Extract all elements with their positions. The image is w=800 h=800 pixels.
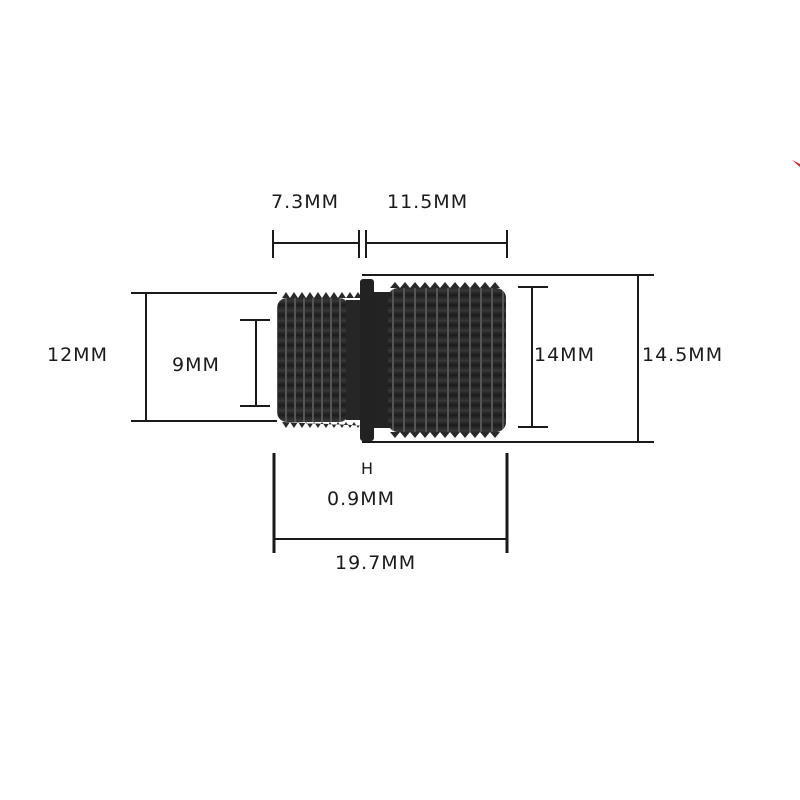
label-long-outer-diameter: 14.5MM	[642, 344, 724, 366]
label-short-inner-diameter: 9MM	[172, 354, 220, 376]
label-short-thread-length: 7.3MM	[271, 191, 340, 213]
corner-mark	[792, 160, 800, 167]
label-pitch-symbol: H	[361, 459, 375, 478]
long-thread-section	[374, 282, 506, 438]
label-long-inner-diameter: 14MM	[534, 344, 595, 366]
dimension-lines	[131, 230, 654, 553]
label-total-length: 19.7MM	[335, 552, 417, 574]
label-long-thread-length: 11.5MM	[387, 191, 469, 213]
label-short-outer-diameter: 12MM	[47, 344, 108, 366]
label-pitch-value: 0.9MM	[327, 488, 396, 510]
